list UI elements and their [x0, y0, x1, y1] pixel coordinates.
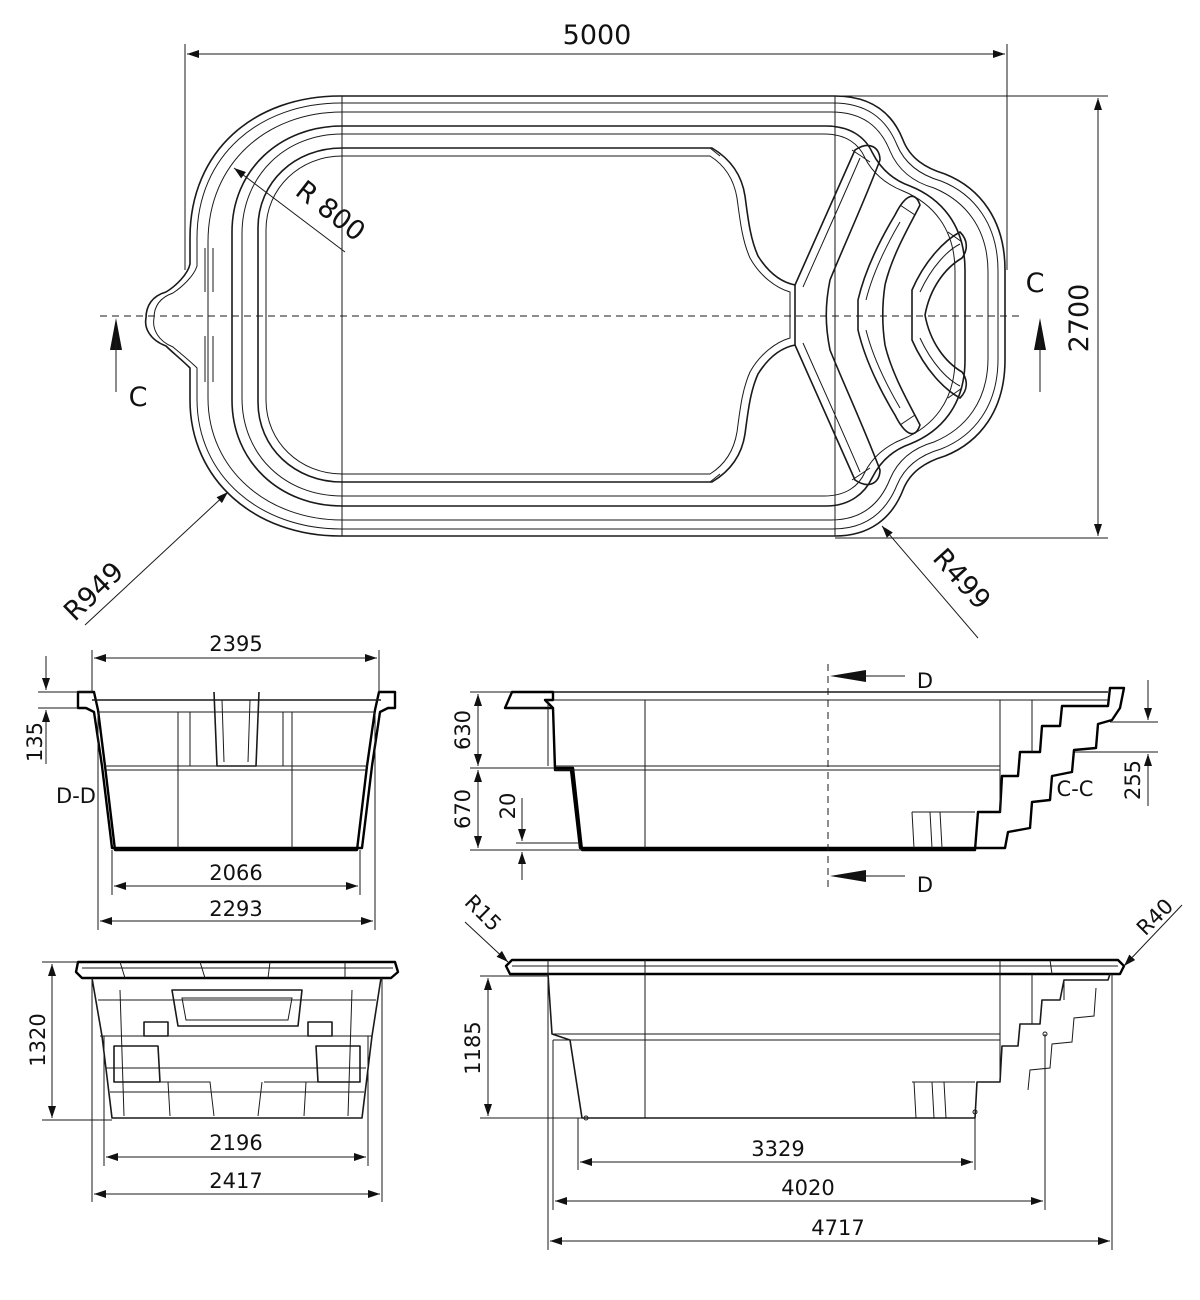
step-arc-1	[794, 144, 881, 486]
label-overall-length: 5000	[563, 20, 632, 51]
section-cc-dimensions	[470, 680, 1158, 880]
label-cc-step-rise: 255	[1121, 760, 1145, 800]
label-overall-width: 2700	[1064, 284, 1095, 353]
label-dd-bottom-width: 2066	[209, 861, 262, 885]
pool-outline-outer	[144, 95, 1006, 537]
pool-basin-floor	[257, 147, 796, 483]
end-view-dimensions	[42, 961, 383, 1202]
label-cc-upper-depth: 630	[451, 710, 475, 750]
label-dd-rim-height: 135	[23, 722, 47, 762]
section-dd-shell	[76, 690, 397, 852]
label-side-floor-length: 3329	[751, 1137, 804, 1161]
label-radius-r15: R15	[460, 890, 506, 936]
label-dd-mid-width: 2293	[209, 897, 262, 921]
side-view-rim	[504, 958, 1126, 976]
end-view-rim	[74, 960, 400, 980]
side-view-dimensions	[464, 904, 1183, 1250]
label-radius-r40: R40	[1132, 894, 1178, 940]
cut-arrow-d-bottom	[830, 870, 866, 882]
label-dd-top-width: 2395	[209, 632, 262, 656]
label-end-top-width: 2417	[209, 1169, 262, 1193]
label-end-bottom-width: 2196	[209, 1131, 262, 1155]
label-section-cc: C-C	[1057, 777, 1094, 801]
side-view	[504, 958, 1126, 1121]
dimension-labels: 5000 2700 R 800 R949 R499 C C 2395 135 D…	[23, 20, 1178, 1240]
section-c-arrow-left	[110, 318, 122, 350]
end-view-body	[91, 977, 382, 1119]
label-cut-d-top: D	[917, 669, 933, 693]
label-section-dd: D-D	[56, 784, 96, 808]
side-view-body	[547, 973, 1111, 1119]
cut-arrow-d-top	[830, 670, 866, 682]
label-cc-floor-step: 20	[496, 793, 520, 820]
plan-view	[100, 95, 1046, 537]
label-side-depth: 1185	[461, 1021, 485, 1074]
label-section-c-right: C	[1026, 268, 1045, 299]
label-radius-499: R499	[926, 543, 996, 616]
step-arc-2	[857, 195, 921, 435]
label-cc-lower-depth: 670	[451, 789, 475, 829]
plan-dimensions	[84, 44, 1108, 639]
end-view	[74, 960, 400, 1119]
section-cc-shell	[503, 686, 1126, 852]
label-cut-d-bottom: D	[917, 873, 933, 897]
step-arc-3	[911, 231, 968, 399]
section-dd-view	[76, 690, 397, 852]
section-dd-dimensions	[38, 650, 380, 930]
label-side-overall-length: 4717	[811, 1216, 864, 1240]
label-end-height: 1320	[26, 1013, 50, 1066]
label-radius-800: R 800	[290, 175, 371, 248]
label-section-c-left: C	[129, 382, 148, 413]
section-c-arrow-right	[1034, 318, 1046, 350]
label-side-mid-length: 4020	[781, 1176, 834, 1200]
section-cc-view	[503, 664, 1126, 888]
